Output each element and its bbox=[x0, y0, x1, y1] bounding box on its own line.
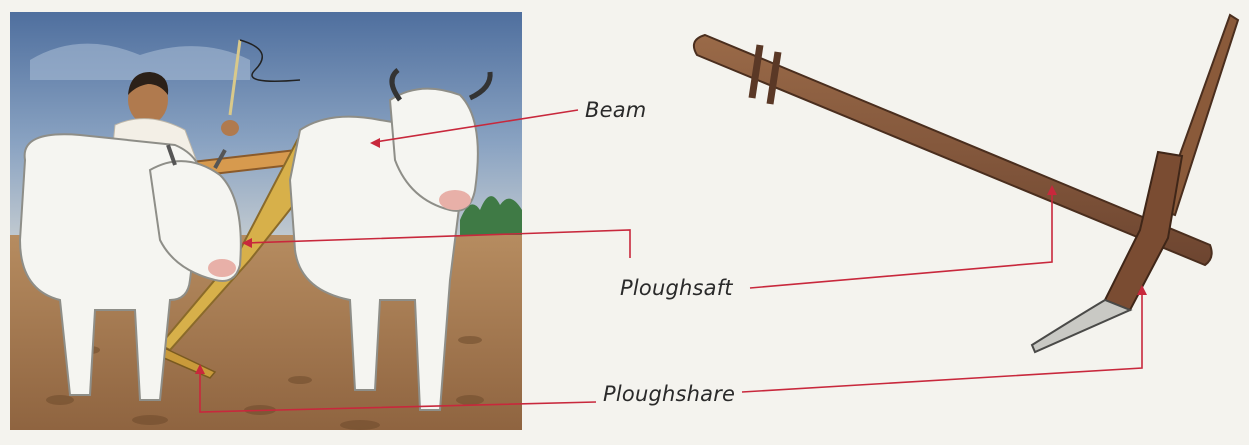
label-beam: Beam bbox=[585, 98, 646, 122]
beam-notch-1 bbox=[752, 45, 760, 98]
farmer-hand bbox=[221, 120, 239, 136]
plough-beam bbox=[694, 35, 1212, 265]
label-ploughshaft: Ploughsaft bbox=[620, 276, 733, 300]
ploughshare-leader-right bbox=[742, 290, 1142, 392]
label-ploughshare: Ploughshare bbox=[603, 382, 735, 406]
plough-tool-illustration bbox=[694, 15, 1238, 352]
beam-notch-2 bbox=[770, 52, 778, 104]
ploughshaft-leader-right bbox=[750, 190, 1052, 288]
ploughing-scene-illustration bbox=[10, 12, 522, 430]
plough-share-blade bbox=[1032, 300, 1130, 352]
